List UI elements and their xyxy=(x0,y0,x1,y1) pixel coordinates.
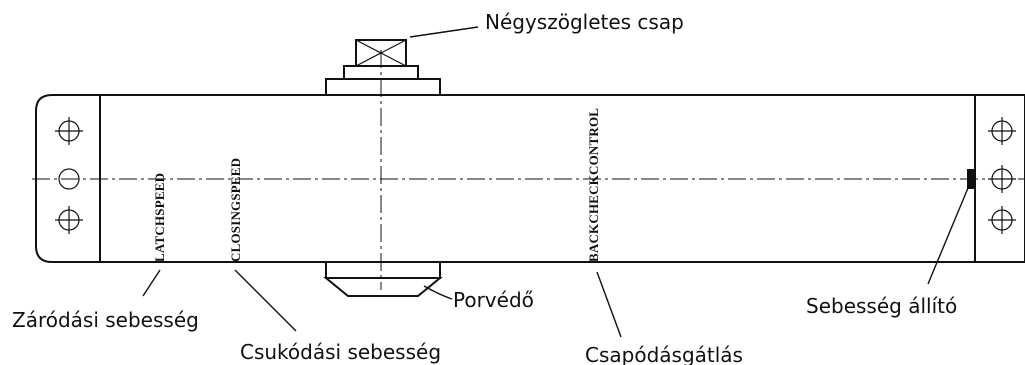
dust-cover xyxy=(323,261,443,297)
screw-hole-icon xyxy=(55,206,83,234)
closing-speed-label: Csukódási sebesség xyxy=(240,340,441,364)
backcheck-leader xyxy=(596,271,622,338)
screw-hole-icon xyxy=(58,168,80,190)
screw-hole-icon xyxy=(55,117,83,145)
speed-adjuster-leader xyxy=(927,187,969,285)
screw-hole-icon xyxy=(988,117,1016,145)
screw-hole-icon xyxy=(988,165,1016,193)
dust-cover-leader xyxy=(423,285,453,300)
latch-speed-leader xyxy=(142,269,161,297)
backcheck-label: Csapódásgátlás xyxy=(585,343,743,365)
backcheck-body-text: BACKCHECKCONTROL xyxy=(586,108,601,262)
latch-speed-body-text: LATCHSPEED xyxy=(152,173,167,262)
square-pin-leader xyxy=(409,26,479,38)
right-screw-holes xyxy=(988,117,1016,234)
screw-hole-icon xyxy=(988,206,1016,234)
dust-cover-label: Porvédő xyxy=(453,288,534,312)
closing-speed-leader xyxy=(234,269,297,332)
latch-speed-label: Záródási sebesség xyxy=(12,308,199,332)
left-screw-holes xyxy=(55,117,83,234)
square-pin-label: Négyszögletes csap xyxy=(485,10,684,34)
speed-adjuster-marker xyxy=(967,169,975,189)
square-pin xyxy=(325,39,441,96)
closing-speed-body-text: CLOSINGSPEED xyxy=(228,158,243,262)
speed-adjuster-label: Sebesség állító xyxy=(806,294,957,318)
